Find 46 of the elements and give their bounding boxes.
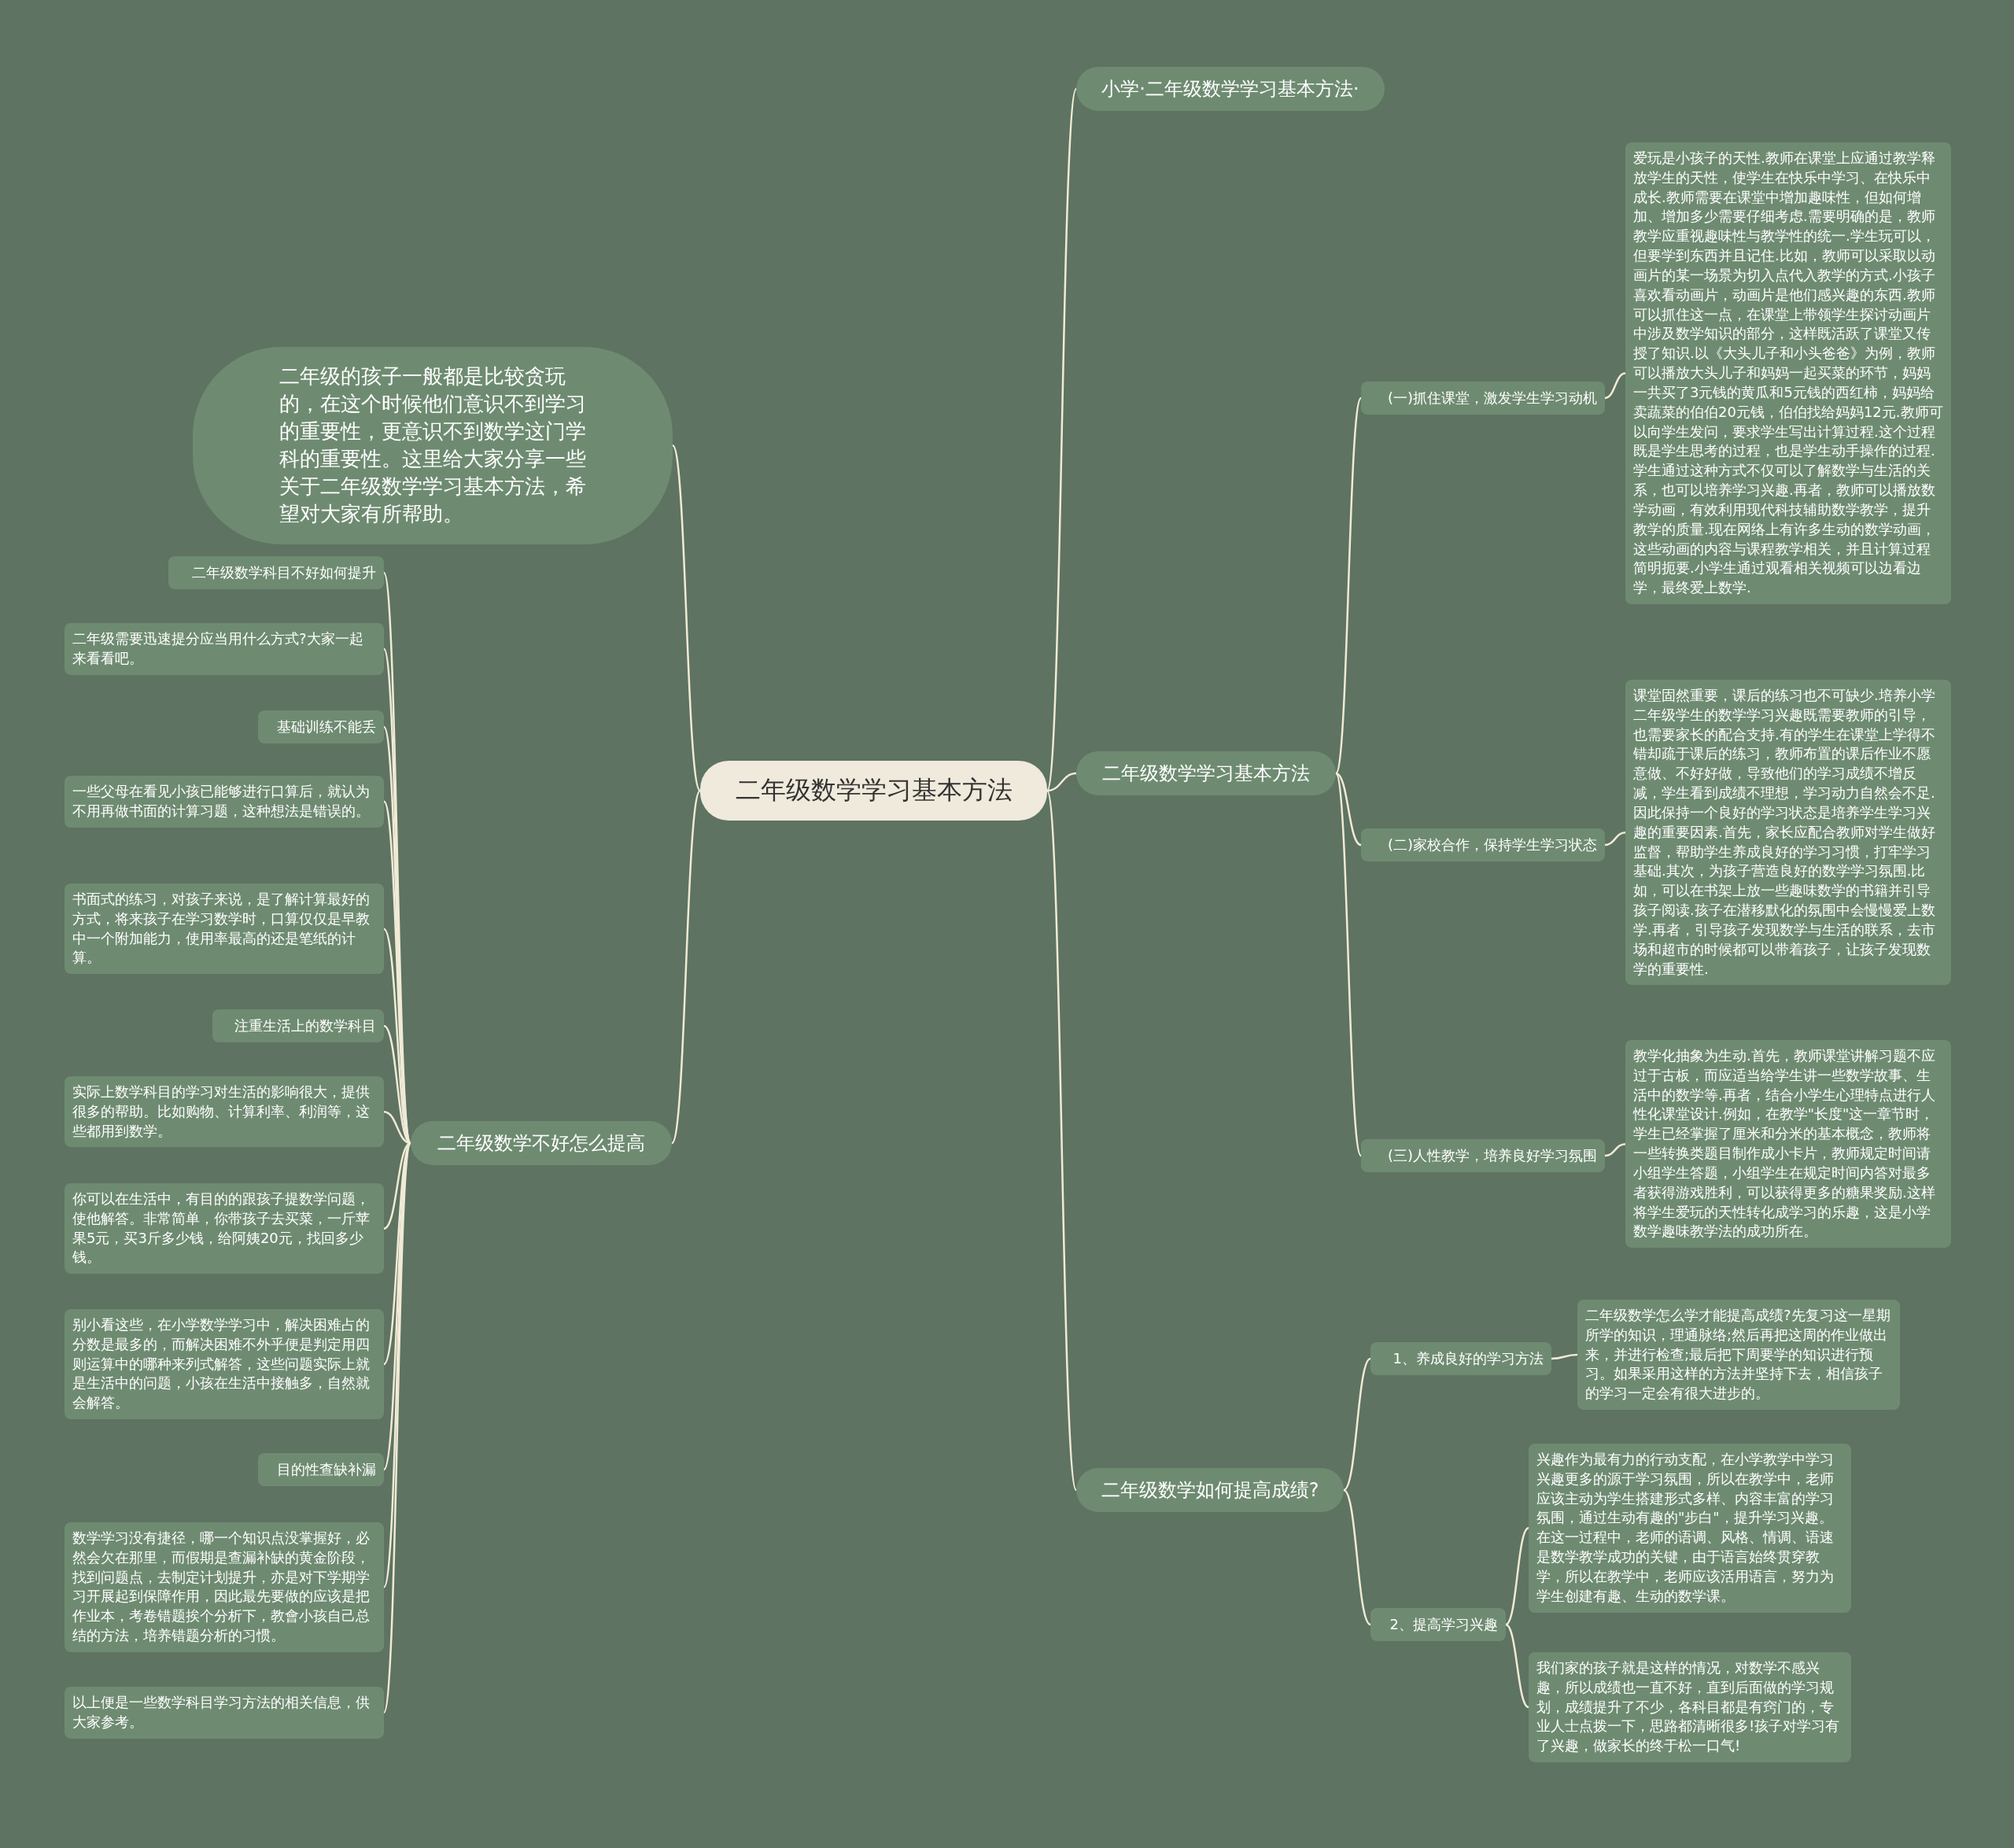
- text-card: 别小看这些，在小学数学学习中，解决困难占的分数是最多的，而解决困难不外乎便是判定用四则运算中的哪种来列式解答，这些问题实际上就是生活中的问题，小孩在生活中接触多，自然就会解答。: [65, 1309, 384, 1420]
- root-topic-pill: 二年级数学学习基本方法: [700, 761, 1047, 821]
- subtopic-label: 基础训练不能丢: [258, 710, 384, 743]
- branch-topic-pill: 二年级数学学习基本方法: [1076, 751, 1336, 795]
- text-card: 数学学习没有捷径，哪一个知识点没掌握好，必然会欠在那里，而假期是查漏补缺的黄金阶段，找到问题点，去制定计划提升，亦是对下学期学习开展起到保障作用，因此最先要做的应该是把作业本，考卷错题挨个分析下，教會小孩自己总结的方法，培养错题分析的习惯。: [65, 1522, 384, 1652]
- subtopic-label: (二)家校合作，保持学生学习状态: [1361, 828, 1605, 861]
- branch-topic-pill: 二年级数学不好怎么提高: [411, 1121, 672, 1165]
- text-card: 你可以在生活中，有目的的跟孩子提数学问题，使他解答。非常简单，你带孩子去买菜，一斤苹果5元，买3斤多少钱，给阿姨20元，找回多少钱。: [65, 1183, 384, 1274]
- intro-bubble: 二年级的孩子一般都是比较贪玩的，在这个时候他们意识不到学习的重要性，更意识不到数学这门学科的重要性。这里给大家分享一些关于二年级数学学习基本方法，希望对大家有所帮助。: [193, 347, 673, 544]
- connector-line: [1334, 397, 1363, 774]
- text-card: 二年级需要迅速提分应当用什么方式?大家一起来看看吧。: [65, 623, 384, 675]
- connector-line: [383, 1142, 411, 1230]
- text-card: 实际上数学科目的学习对生活的影响很大，提供很多的帮助。比如购物、计算利率、利润等，这些都用到数学。: [65, 1076, 384, 1148]
- connector-line: [1604, 831, 1626, 847]
- connector-line: [671, 444, 702, 791]
- connector-line: [1604, 372, 1626, 400]
- connector-line: [670, 790, 702, 1144]
- connector-line: [1335, 772, 1362, 847]
- subtopic-label: 2、提高学习兴趣: [1370, 1608, 1506, 1641]
- connector-line: [1046, 88, 1078, 791]
- connector-line: [1046, 772, 1077, 792]
- connector-line: [1505, 1623, 1529, 1709]
- text-card: 爱玩是小孩子的天性.教师在课堂上应通过教学释放学生的天性，使学生在快乐中学习、在快乐中成长.教师需要在课堂中增加趣味性，但如何增加、增加多少需要仔细考虑.需要明确的是，教师教学应重视趣味性与教学性的统一.学生玩可以，但要学到东西并且记住.比如，教师可以采取以动画片的某一场景为切入点代入教学的方式.小孩子喜欢看动画片，动画片是他们感兴趣的东西.教师可以抓住这一点，在课堂上带领学生探讨动画片中涉及数学知识的部分，这样既活跃了课堂又传授了知识.以《大头儿子和小头爸爸》为例，教师可以播放大头儿子和妈妈一起买菜的环节，妈妈一共买了3元钱的黄瓜和5元钱的西红柿，妈妈给卖蔬菜的伯伯20元钱，伯伯找给妈妈12元.教师可以向学生发问，要求学生写出计算过程.这个过程既是学生思考的过程，也是学生动手操作的过程.学生通过这种方式不仅可以了解数学与生活的关系，也可以培养学习兴趣.再者，教师可以播放数学动画，有效利用现代科技辅助数学教学，提升教学的质量.现在网络上有许多生动的数学动画，这些动画的内容与课程教学相关，并且计算过程简明扼要.小学生通过观看相关视频可以边看边学，最终爱上数学.: [1625, 142, 1951, 605]
- text-card: 课堂固然重要，课后的练习也不可缺少.培养小学二年级学生的数学学习兴趣既需要教师的引导，也需要家长的配合支持.有的学生在课堂上学得不错却疏于课后的练习，教师布置的课后作业不愿意做、不好好做，导致他们的学习成绩不增反减，学生看到成绩不理想，学习动力自然会不足.因此保持一个良好的学习状态是培养学生学习兴趣的重要因素.首先，家长应配合教师对学生做好监督，帮助学生养成良好的学习习惯，打牢学习基础.其次，为孩子营造良好的数学学习氛围.比如，可以在书架上放一些趣味数学的书籍并引导孩子阅读.孩子在潜移默化的氛围中会慢慢爱上数学.再者，引导孩子发现数学与生活的联系，去市场和超市的时候都可以带着孩子，让孩子发现数学的重要性.: [1625, 680, 1951, 986]
- text-card: 以上便是一些数学科目学习方法的相关信息，供大家参考。: [65, 1687, 384, 1739]
- subtopic-label: 二年级数学科目不好如何提升: [168, 556, 384, 589]
- text-card: 一些父母在看见小孩已能够进行口算后，就认为不用再做书面的计算习题，这种想法是错误的。: [65, 776, 384, 828]
- subtopic-label: 注重生活上的数学科目: [212, 1009, 384, 1042]
- branch-topic-pill: 小学·二年级数学学习基本方法·: [1076, 67, 1385, 111]
- text-card: 二年级数学怎么学才能提高成绩?先复习这一星期所学的知识，理通脉络;然后再把这周的作业做出来，并进行检查;最后把下周要学的知识进行预习。如果采用这样的方法并坚持下去，相信孩子的学习一定会有很大进步的。: [1577, 1300, 1900, 1411]
- subtopic-label: 1、养成良好的学习方法: [1370, 1342, 1551, 1375]
- text-card: 兴趣作为最有力的行动支配，在小学教学中学习兴趣更多的源于学习氛围，所以在教学中，老师应该主动为学生搭建形式多样、内容丰富的学习氛围，通过生动有趣的"步白"，提升学习兴趣。在这一过程中，老师的语调、风格、情调、语速是数学教学成功的关键，由于语言始终贯穿教学，所以在教学中，老师应该活用语言，努力为学生创建有趣、生动的数学课。: [1529, 1444, 1851, 1613]
- connector-line: [1551, 1353, 1578, 1360]
- subtopic-label: (三)人性教学，培养良好学习氛围: [1361, 1139, 1605, 1172]
- subtopic-label: (一)抓住课堂，激发学生学习动机: [1361, 382, 1605, 415]
- connector-line: [1046, 790, 1078, 1491]
- connector-line: [1334, 773, 1363, 1156]
- text-card: 我们家的孩子就是这样的情况，对数学不感兴趣，所以成绩也一直不好，直到后面做的学习规划，成绩提升了不少，各科目都是有窍门的，专业人士点拨一下，思路都清晰很多!孩子对学习有了兴趣，做家长的终于松一口气!: [1529, 1652, 1851, 1763]
- connector-line: [1343, 1358, 1371, 1491]
- connector-line: [1604, 1142, 1626, 1157]
- text-card: 书面式的练习，对孩子来说，是了解计算最好的方式，将来孩子在学习数学时，口算仅仅是早教中一个附加能力，使用率最高的还是笔纸的计算。: [65, 883, 384, 975]
- subtopic-label: 目的性查缺补漏: [258, 1453, 384, 1486]
- branch-topic-pill: 二年级数学如何提高成绩?: [1076, 1468, 1344, 1512]
- connector-line: [1343, 1489, 1371, 1625]
- connector-line: [1505, 1527, 1529, 1625]
- text-card: 教学化抽象为生动.首先，教师课堂讲解习题不应过于古板，而应适当给学生讲一些数学故事、生活中的数学等.再者，结合小学生心理特点进行人性化课堂设计.例如，在教学"长度"这一章节时，学生已经掌握了厘米和分米的基本概念，教师将一些转换类题目制作成小卡片，教师规定时间请小组学生答题，小组学生在规定时间内答对最多者获得游戏胜利，可以获得更多的糖果奖励.这样将学生爱玩的天性转化成学习的乐趣，这是小学数学趣味教学法的成功所在。: [1625, 1040, 1951, 1249]
